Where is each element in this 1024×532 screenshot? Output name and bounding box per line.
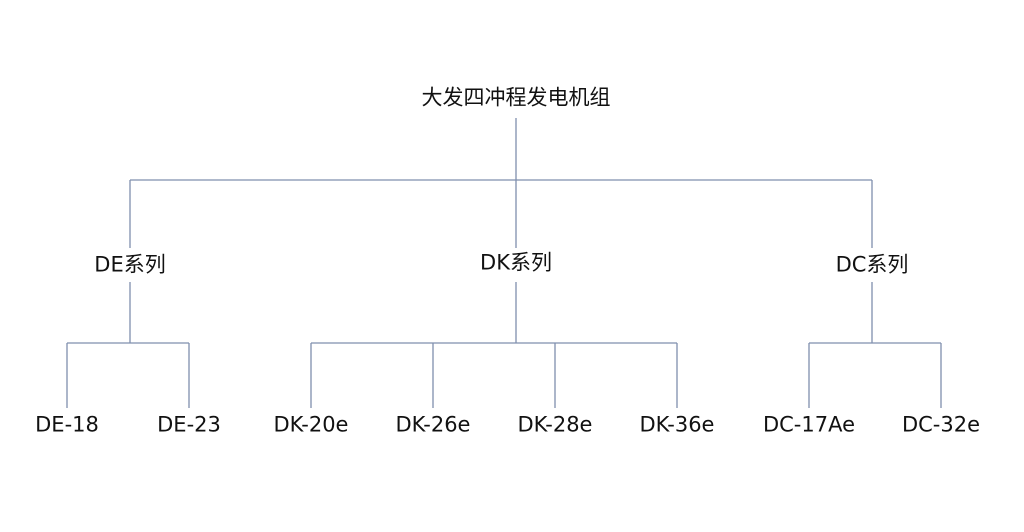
root-node-label: 大发四冲程发电机组 [421, 85, 611, 110]
model-node-dc-32e: DC-32e [901, 412, 981, 437]
series-node-dc: DC系列 [835, 252, 909, 277]
model-node-dk-20e: DK-20e [273, 412, 349, 437]
model-node-dc-17ae: DC-17Ae [762, 412, 856, 437]
series-node-de: DE系列 [94, 252, 166, 277]
model-node-dk-26e: DK-26e [395, 412, 471, 437]
series-node-dk: DK系列 [480, 250, 552, 275]
model-node-dk-36e: DK-36e [639, 412, 715, 437]
model-node-de-23: DE-23 [157, 412, 221, 437]
model-node-dk-28e: DK-28e [517, 412, 593, 437]
model-node-de-18: DE-18 [35, 412, 99, 437]
